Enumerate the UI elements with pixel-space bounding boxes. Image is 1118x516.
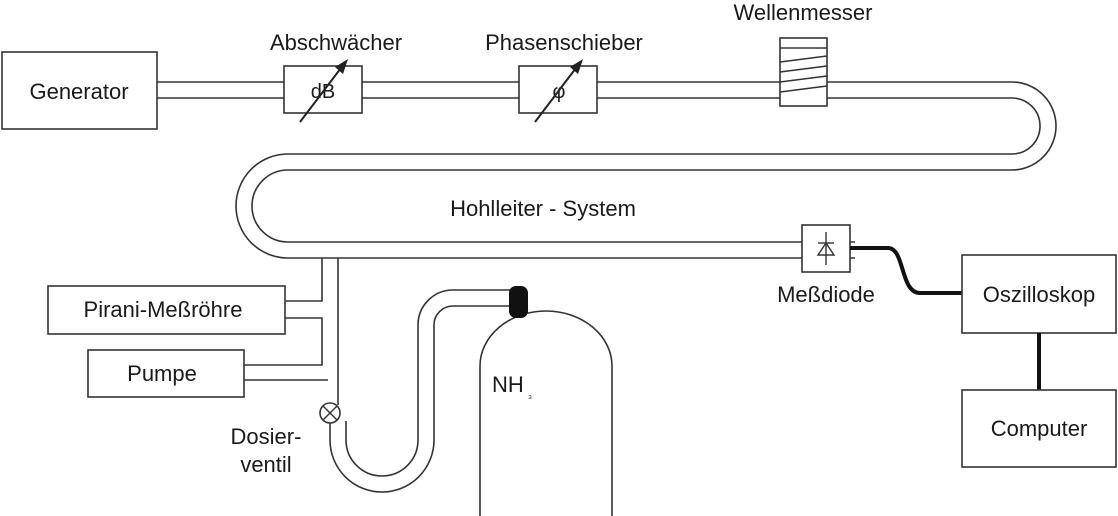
computer-label: Computer [991, 416, 1088, 441]
phase-shifter-block: φ Phasenschieber [485, 30, 643, 123]
vacuum-lines [244, 258, 516, 493]
measuring-diode-block: Meßdiode [777, 224, 875, 307]
pump-block: Pumpe [87, 349, 245, 398]
generator-label: Generator [29, 79, 128, 104]
generator-block: Generator [1, 51, 158, 130]
computer-block: Computer [961, 389, 1117, 468]
dosing-valve-label-line2: ventil [240, 452, 291, 477]
wavemeter-label: Wellenmesser [734, 0, 873, 25]
bottle-cap [509, 286, 528, 318]
waveguide-system-label: Hohlleiter - System [450, 196, 636, 221]
gas-bottle-subscript: ₃ [528, 390, 532, 401]
wavemeter-block: Wellenmesser [734, 0, 873, 107]
waveguide [157, 81, 1057, 259]
measuring-diode-label: Meßdiode [777, 282, 875, 307]
signal-cable [850, 246, 962, 295]
attenuator-arrow-icon [335, 59, 348, 74]
phase-shifter-arrow-icon [570, 59, 583, 74]
pirani-gauge-label: Pirani-Meßröhre [84, 297, 243, 322]
oscilloscope-label: Oszilloskop [983, 282, 1095, 307]
dosing-valve: Dosier- ventil [231, 402, 341, 477]
oscilloscope-block: Oszilloskop [961, 254, 1117, 334]
attenuator-block: dB Abschwächer [270, 30, 402, 123]
dosing-valve-label-line1: Dosier- [231, 424, 302, 449]
pump-label: Pumpe [127, 361, 197, 386]
diode-icon [816, 232, 836, 265]
gas-bottle-label: NH [492, 372, 524, 397]
phase-shifter-label: Phasenschieber [485, 30, 643, 55]
pirani-gauge-block: Pirani-Meßröhre [47, 285, 286, 335]
attenuator-label: Abschwächer [270, 30, 402, 55]
gas-bottle: NH ₃ [479, 286, 613, 516]
